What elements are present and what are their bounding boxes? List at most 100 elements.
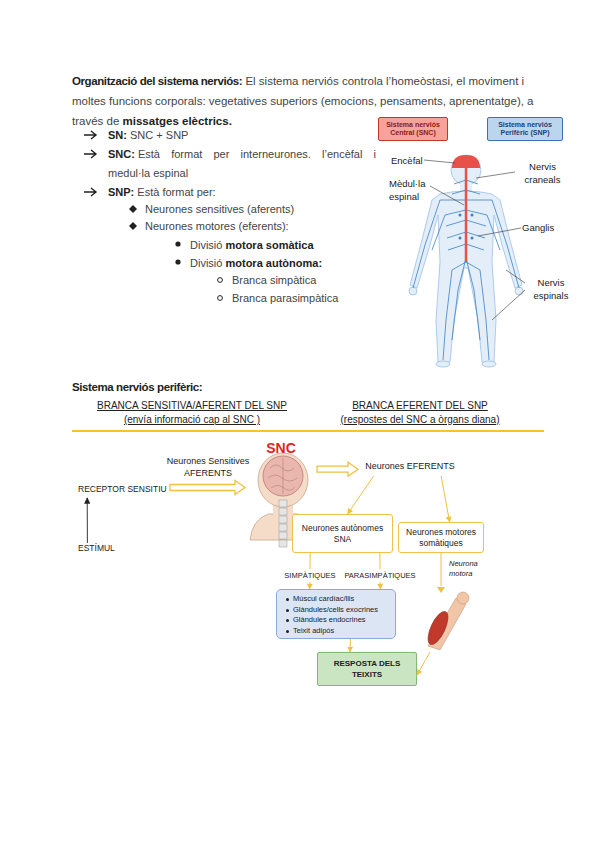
part-label: Nervis espinals [526, 276, 576, 302]
edge-label: Neurones Sensitives AFERENTS [156, 455, 260, 479]
body-text: Divisió [190, 257, 222, 269]
body-foot [436, 361, 450, 367]
part-label: Nervis craneals [515, 160, 570, 186]
dot-bullet [175, 259, 180, 264]
vertebra [279, 524, 287, 531]
part-label: Mèdul·la espinal [389, 177, 437, 203]
arrow-bullet [84, 188, 96, 196]
text-line: SNC:Està format per interneurones. l’enc… [108, 145, 376, 183]
ganglion [459, 237, 462, 240]
connector-line [87, 498, 88, 543]
head [258, 453, 308, 507]
list-bullet [286, 598, 289, 601]
legend-swatch: Sistema nerviós Central (SNC) [378, 117, 448, 141]
text-line: Divisiómotora autònoma: [190, 254, 380, 272]
legend-text: Sistema nerviós Central (SNC) [382, 121, 444, 138]
snc-title: SNC [245, 440, 317, 456]
list-item: Múscul cardíac/llis [285, 594, 391, 605]
hand [457, 592, 469, 604]
text-line: SN:SNC + SNP [108, 126, 378, 145]
bold-term: SNC: [108, 148, 135, 160]
node-text: RECEPTOR SENSITIU [78, 484, 170, 498]
body-text: Branca parasimpàtica [232, 292, 338, 304]
ganglion [471, 237, 474, 240]
circle-bullet [218, 296, 223, 301]
bold-term: motora somàtica [225, 239, 313, 251]
node-label: ESTÍMUL [78, 543, 130, 553]
process-box: Neurones autònomes SNA [292, 514, 393, 553]
diamond-bullet [129, 205, 137, 213]
section-heading: Sistema nerviós perifèric: [72, 379, 372, 395]
body-foot [482, 361, 496, 367]
bold-term: missatges elèctrics. [123, 115, 232, 127]
dot-bullet [175, 241, 180, 246]
part-label: Encèfal [391, 154, 441, 167]
body-hand [409, 287, 417, 295]
body-text: Neurones sensitives (aferents) [145, 203, 294, 215]
branch-heading: (respostes del SNC a òrgans diana) [320, 413, 520, 427]
biceps-muscle [424, 609, 452, 648]
vertebra [279, 532, 287, 539]
edge-label: Neurona motora [449, 559, 491, 579]
connector-line [350, 639, 351, 652]
branch-heading: (envía informació cap al SNC ) [92, 413, 292, 427]
diamond-bullet [129, 222, 137, 230]
part-label: Ganglis [522, 221, 572, 234]
branch-heading: BRANCA SENSITIVA/AFERENT DEL SNP [92, 399, 292, 413]
text-line: Branca simpàtica [232, 271, 382, 289]
list-text: Glàndules/cells exocrines [293, 605, 378, 614]
hollow-arrow [170, 481, 245, 495]
vertebra [279, 500, 287, 507]
node-label: Neurones autònomes SNA [297, 523, 388, 545]
list-bullet [286, 630, 289, 633]
brain-gyri [268, 458, 297, 494]
node-label: RESPOSTA DELS TEIXITS [324, 658, 410, 680]
text-line: Neurones sensitives (aferents) [145, 200, 375, 218]
node-text: Neurones EFERENTS [358, 461, 462, 476]
vertebra [279, 508, 287, 515]
leader-lines [424, 160, 525, 320]
list-text: Teixit adipós [293, 626, 334, 635]
body-hand [515, 287, 523, 295]
connector-line [417, 553, 441, 675]
list-bullet [286, 619, 289, 622]
list-bullet [286, 609, 289, 612]
body-text: Branca simpàtica [232, 274, 316, 286]
text-line: Divisiómotora somàtica [190, 236, 380, 254]
section-rule [72, 430, 544, 432]
section-heading: Organització del sistema nerviós: [72, 75, 242, 87]
process-box: Neurones motores somàtiques [398, 522, 484, 553]
list-text: Múscul cardíac/llis [293, 594, 354, 603]
node-text: ESTÍMUL [78, 543, 130, 557]
list-item: Teixit adipós [285, 626, 391, 637]
node-label: Neurones motores somàtiques [403, 527, 479, 549]
brain [263, 456, 303, 496]
body-text: Està format per interneurones. l’encèfal… [108, 148, 376, 179]
arrow-bullet [84, 131, 96, 139]
edge-label: PARASIMPÀTIQUES [340, 571, 420, 581]
legend-swatch: Sistema nerviós Perifèric (SNP) [487, 117, 563, 141]
vertebra [279, 516, 287, 523]
circle-bullet [218, 278, 223, 283]
connector-line [348, 476, 374, 514]
spinal-cord [465, 168, 468, 262]
text-line: Organització del sistema nerviós:El sist… [72, 71, 536, 131]
bold-term: SNP: [108, 186, 134, 198]
list-text: Glàndules endocrines [293, 615, 366, 624]
body-text: Divisió [190, 239, 222, 251]
text-line: Branca parasimpàtica [232, 289, 382, 307]
ganglion [459, 214, 462, 217]
body-text: SNC + SNP [130, 129, 188, 141]
result-box: RESPOSTA DELS TEIXITS [317, 652, 417, 686]
ganglion [471, 214, 474, 217]
body-text: Neurones motores (eferents): [145, 220, 289, 232]
target-list-box: Múscul cardíac/llisGlàndules/cells exocr… [276, 589, 396, 639]
node-label: RECEPTOR SENSITIU [78, 484, 170, 494]
connector-line [441, 476, 449, 522]
text-line: SNP:Està format per: [108, 183, 378, 202]
node-label: Neurones EFERENTS [358, 461, 462, 471]
vertebra [279, 540, 287, 547]
branch-heading: BRANCA EFERENT DEL SNP [320, 399, 520, 413]
bold-term: motora autònoma: [225, 257, 322, 269]
bold-term: SN: [108, 129, 127, 141]
